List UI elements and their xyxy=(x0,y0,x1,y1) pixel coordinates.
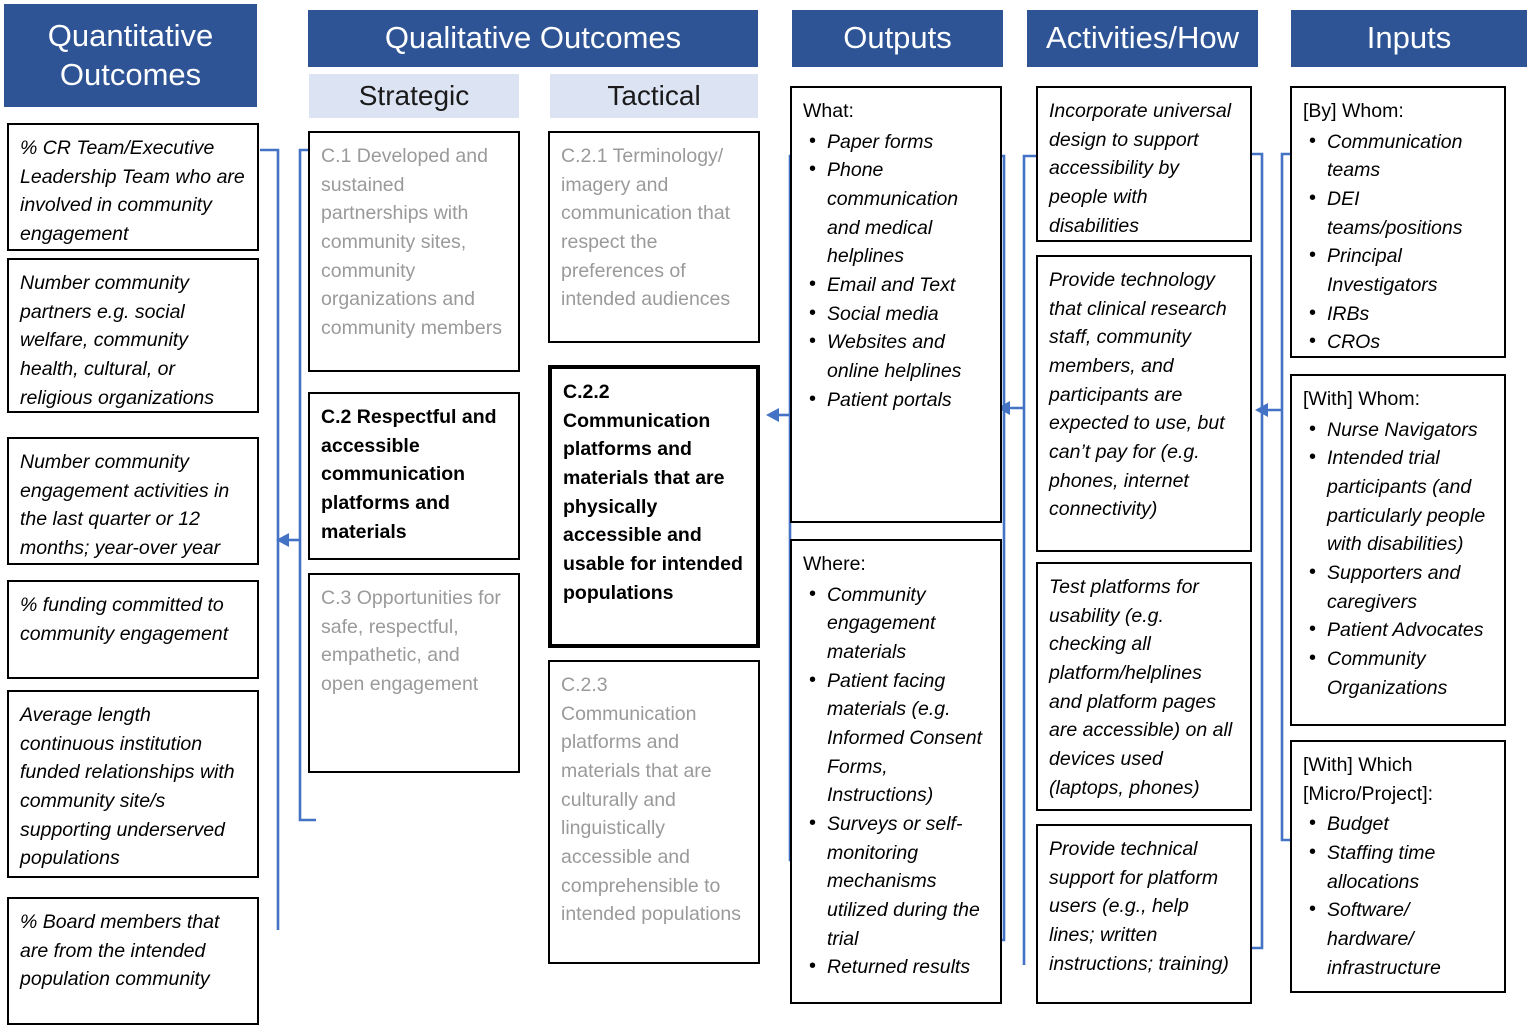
list-item: DEI teams/positions xyxy=(1309,184,1493,242)
list-item: Communication teams xyxy=(1309,127,1493,185)
list-item: IRBs xyxy=(1309,299,1493,329)
list-item: Community Organizations xyxy=(1309,644,1493,702)
list-item: Nurse Navigators xyxy=(1309,415,1493,445)
column-header-quantitative: Quantitative Outcomes xyxy=(4,4,257,107)
list-item: Surveys or self-monitoring mechanisms ut… xyxy=(809,809,989,953)
subheader-strategic: Strategic xyxy=(309,74,519,118)
list-item: Social media xyxy=(809,299,989,329)
outputs-where-list: Community engagement materials Patient f… xyxy=(803,580,989,982)
list-item: Principal Investigators xyxy=(1309,241,1493,299)
inputs-by-whom-box: [By] Whom: Communication teams DEI teams… xyxy=(1290,86,1506,358)
list-item: Patient facing materials (e.g. Informed … xyxy=(809,666,989,810)
quantitative-item: % Board members that are from the intend… xyxy=(7,897,259,1025)
inputs-by-whom-list: Communication teams DEI teams/positions … xyxy=(1303,127,1493,356)
list-item: Staffing time allocations xyxy=(1309,838,1493,896)
activities-item: Incorporate universal design to support … xyxy=(1036,86,1252,242)
activities-item: Provide technology that clinical researc… xyxy=(1036,255,1252,552)
list-item: Patient portals xyxy=(809,385,989,415)
list-item: Websites and online helplines xyxy=(809,327,989,385)
qualitative-tactical-item: C.2.3 Communication platforms and materi… xyxy=(548,660,760,964)
qualitative-strategic-item: C.3 Opportunities for safe, respectful, … xyxy=(308,573,520,773)
inputs-with-whom-box: [With] Whom: Nurse Navigators Intended t… xyxy=(1290,374,1506,726)
list-item: Paper forms xyxy=(809,127,989,157)
quantitative-item: % funding committed to community engagem… xyxy=(7,580,259,679)
outputs-what-label: What: xyxy=(803,100,854,122)
quantitative-item: % CR Team/Executive Leadership Team who … xyxy=(7,123,259,251)
inputs-with-whom-label: [With] Whom: xyxy=(1303,388,1421,410)
outputs-where-box: Where: Community engagement materials Pa… xyxy=(790,539,1002,1004)
list-item: Returned results xyxy=(809,952,989,982)
list-item: Community engagement materials xyxy=(809,580,989,667)
qualitative-strategic-item: C.1 Developed and sustained partnerships… xyxy=(308,131,520,372)
list-item: Patient Advocates xyxy=(1309,615,1493,645)
quantitative-item: Number community partners e.g. social we… xyxy=(7,258,259,413)
list-item: Software/ hardware/ infrastructure xyxy=(1309,895,1493,982)
column-header-activities: Activities/How xyxy=(1027,10,1258,67)
list-item: Phone communication and medical helpline… xyxy=(809,155,989,271)
outputs-where-label: Where: xyxy=(803,553,866,575)
list-item: Email and Text xyxy=(809,270,989,300)
column-header-inputs: Inputs xyxy=(1291,10,1527,67)
inputs-with-whom-list: Nurse Navigators Intended trial particip… xyxy=(1303,415,1493,703)
column-header-qualitative: Qualitative Outcomes xyxy=(308,10,758,67)
inputs-by-whom-label: [By] Whom: xyxy=(1303,100,1404,122)
activities-item: Test platforms for usability (e.g. check… xyxy=(1036,562,1252,811)
quantitative-item: Number community engagement activities i… xyxy=(7,437,259,565)
list-item: Supporters and caregivers xyxy=(1309,558,1493,616)
outputs-what-box: What: Paper forms Phone communication an… xyxy=(790,86,1002,523)
column-header-outputs: Outputs xyxy=(792,10,1003,67)
list-item: Intended trial participants (and particu… xyxy=(1309,443,1493,559)
list-item: Budget xyxy=(1309,809,1493,839)
list-item: CROs xyxy=(1309,327,1493,356)
subheader-tactical: Tactical xyxy=(550,74,758,118)
qualitative-tactical-item-highlighted: C.2.2 Communication platforms and materi… xyxy=(548,365,760,648)
activities-item: Provide technical support for platform u… xyxy=(1036,824,1252,1004)
quantitative-item: Average length continuous institution fu… xyxy=(7,690,259,878)
inputs-with-which-label: [With] Which [Micro/Project]: xyxy=(1303,754,1434,805)
outputs-what-list: Paper forms Phone communication and medi… xyxy=(803,127,989,415)
qualitative-tactical-item: C.2.1 Terminology/ imagery and communica… xyxy=(548,131,760,343)
qualitative-strategic-item: C.2 Respectful and accessible communicat… xyxy=(308,392,520,560)
inputs-with-which-list: Budget Staffing time allocations Softwar… xyxy=(1303,809,1493,982)
inputs-with-which-box: [With] Which [Micro/Project]: Budget Sta… xyxy=(1290,740,1506,993)
